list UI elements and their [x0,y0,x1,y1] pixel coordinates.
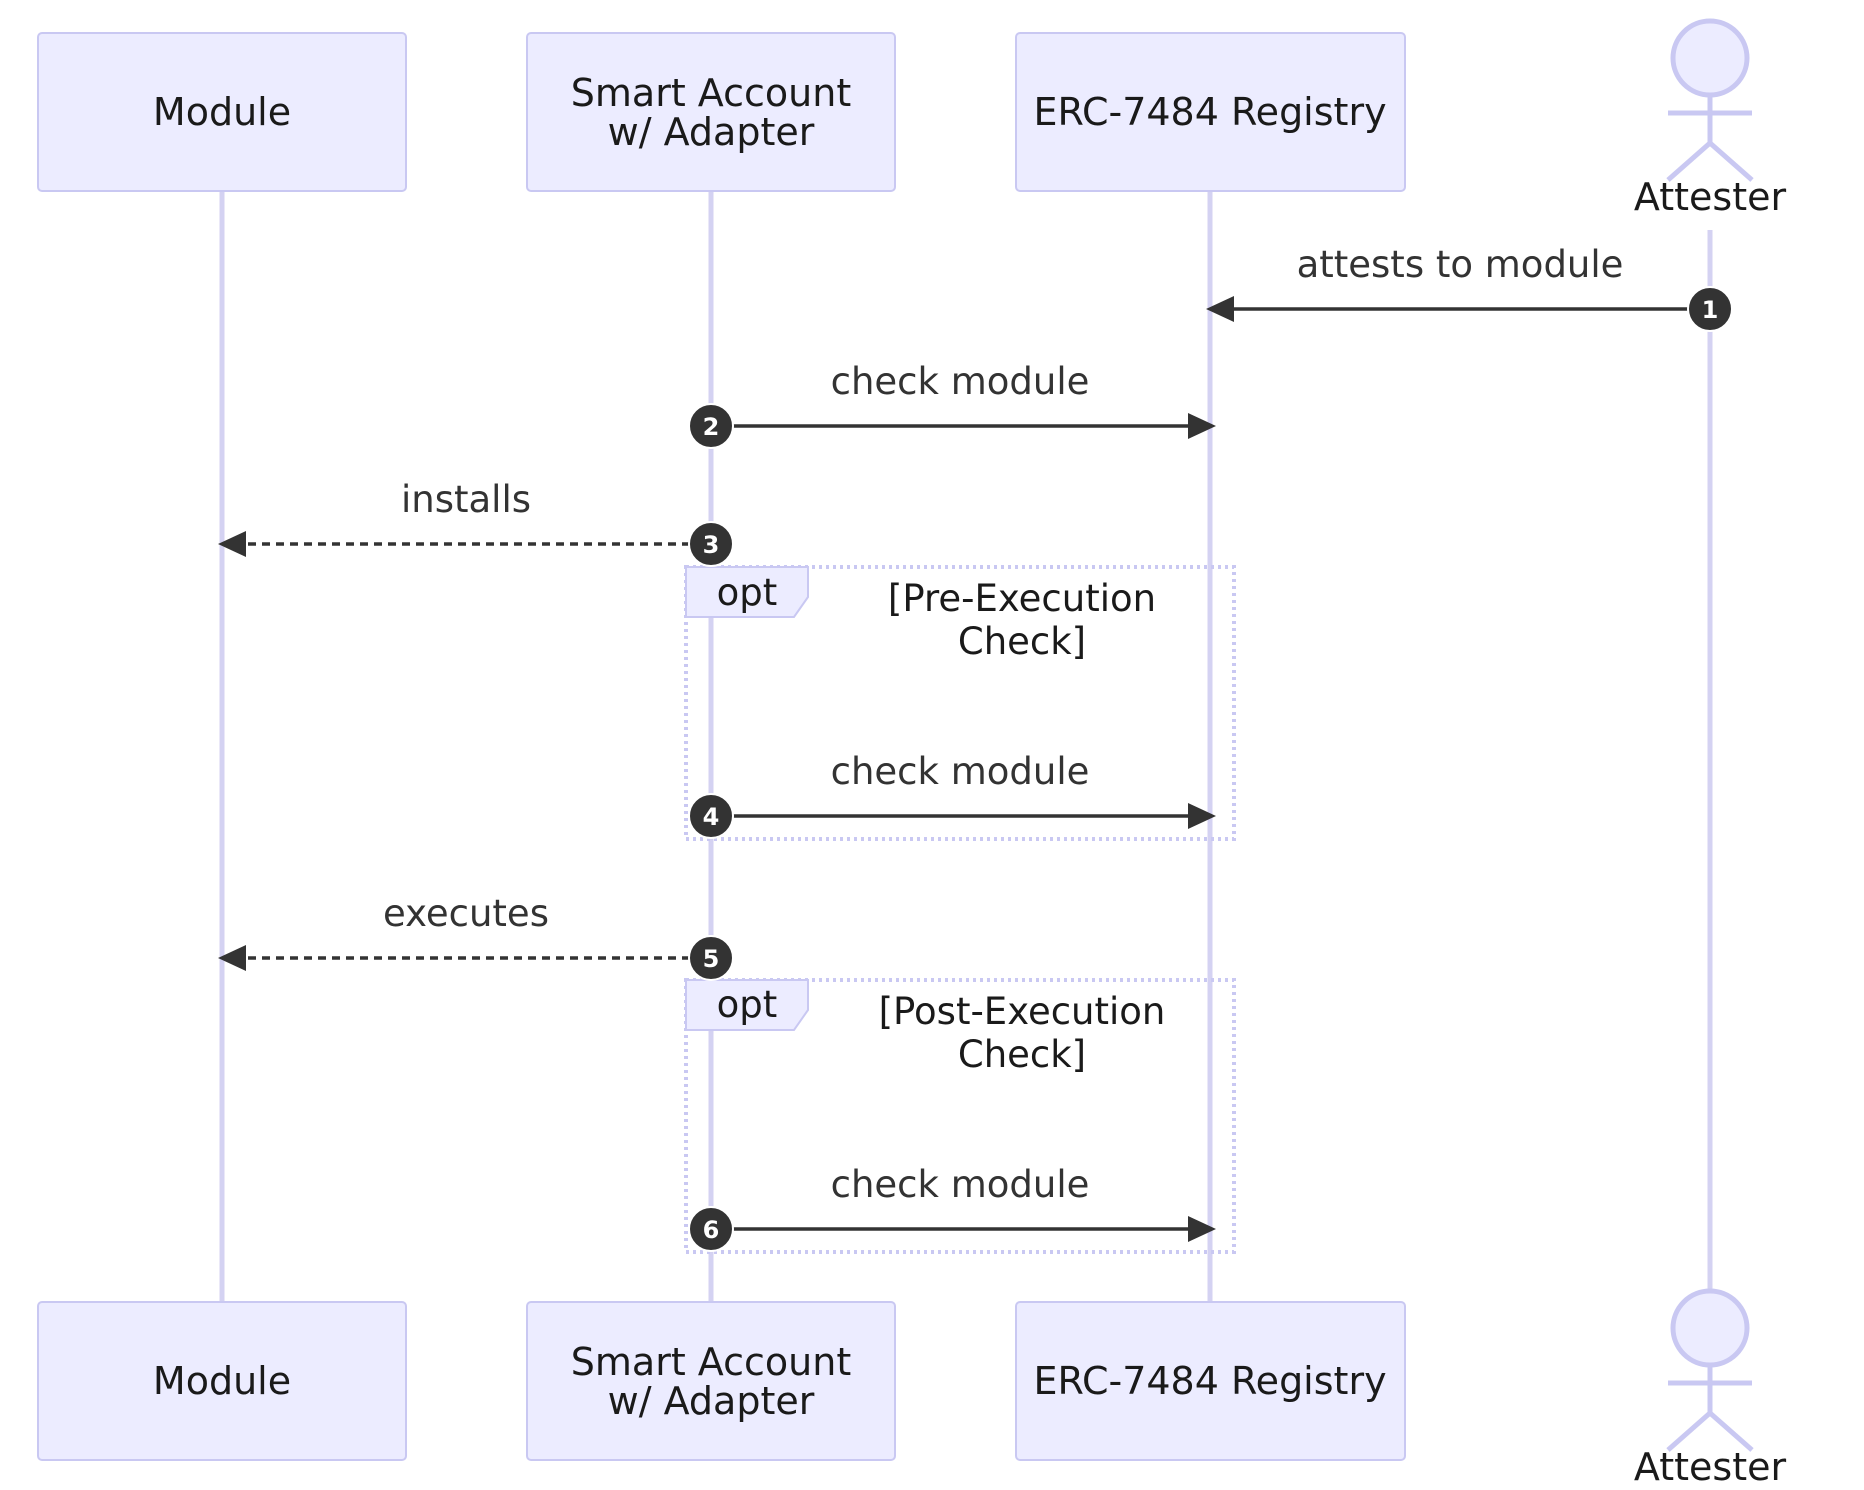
participant-label: ERC-7484 Registry [1033,90,1386,134]
participant-registry-top: ERC-7484 Registry [1015,32,1406,192]
message-4: check module 4 [688,750,1216,839]
participant-label: Module [153,90,291,134]
sequence-number-badge [1687,286,1733,332]
fragment-keyword: opt [717,983,778,1026]
message-6: check module 6 [688,1163,1216,1252]
message-label: check module [831,750,1090,793]
participant-attester-bottom: Attester [1634,1288,1787,1489]
arrowhead-icon [1188,413,1216,439]
message-2: check module 2 [688,360,1216,449]
fragment-condition: Check] [958,620,1086,663]
sequence-number-badge [688,793,734,839]
participant-attester-top: Attester [1634,18,1787,219]
participant-label: ERC-7484 Registry [1033,1359,1386,1403]
fragment-condition: [Pre-Execution [888,577,1156,620]
fragment-condition: [Post-Execution [879,990,1166,1033]
sequence-number-badge [688,1206,734,1252]
sequence-number: 3 [703,531,720,559]
message-label: check module [831,360,1090,403]
opt-fragment-pre-execution: opt [Pre-Execution Check] [684,565,1236,841]
sequence-number-badge [688,403,734,449]
participant-smart-account-bottom: Smart Account w/ Adapter [526,1301,896,1461]
message-label: executes [383,892,549,935]
sequence-number: 1 [1702,296,1719,324]
arrowhead-icon [218,945,246,971]
sequence-number: 4 [703,803,720,831]
message-label: installs [401,478,531,521]
participant-label: w/ Adapter [608,1379,815,1423]
participant-label: Attester [1634,1445,1787,1489]
arrowhead-icon [1188,803,1216,829]
opt-fragment-post-execution: opt [Post-Execution Check] [684,978,1236,1254]
arrowhead-icon [218,531,246,557]
participant-label: Attester [1634,175,1787,219]
participant-registry-bottom: ERC-7484 Registry [1015,1301,1406,1461]
sequence-number: 2 [703,413,720,441]
message-3: installs 3 [218,478,734,567]
participant-module-bottom: Module [37,1301,407,1461]
arrowhead-icon [1188,1216,1216,1242]
participant-label: Smart Account [571,1340,851,1384]
message-label: attests to module [1297,243,1624,286]
participant-label: w/ Adapter [608,110,815,154]
participant-module-top: Module [37,32,407,192]
message-1: attests to module 1 [1206,243,1733,332]
message-5: executes 5 [218,892,734,981]
sequence-number: 5 [703,945,720,973]
sequence-number-badge [688,935,734,981]
sequence-number-badge [688,521,734,567]
participant-label: Module [153,1359,291,1403]
fragment-condition: Check] [958,1033,1086,1076]
participant-smart-account-top: Smart Account w/ Adapter [526,32,896,192]
message-label: check module [831,1163,1090,1206]
stick-figure-icon [1666,18,1754,182]
fragment-keyword: opt [717,571,778,614]
sequence-number: 6 [703,1216,720,1244]
participant-label: Smart Account [571,71,851,115]
stick-figure-icon [1666,1288,1754,1452]
arrowhead-icon [1206,296,1234,322]
